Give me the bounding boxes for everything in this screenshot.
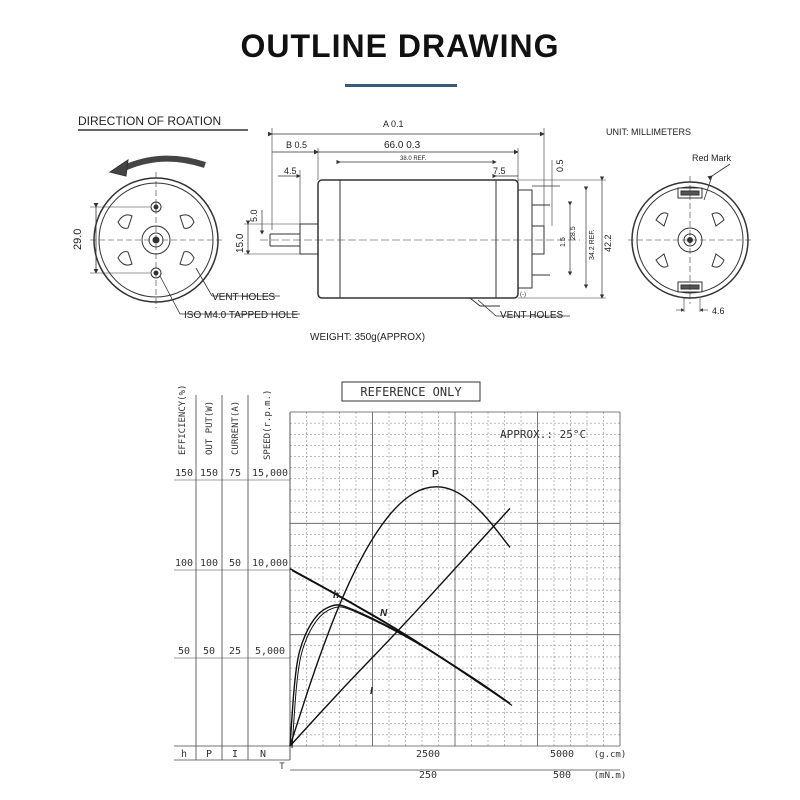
dim-42-2: 42.2 [603,234,613,252]
dim-38-ref: 38.0 REF. [400,156,427,162]
row-spd-10000: 10,000 [252,558,288,569]
curve-label-h: h [333,590,339,601]
row-cur-50: 50 [229,558,241,569]
left-end-view: 29.0 [72,172,300,315]
dim-66: 66.0 0.3 [384,140,421,151]
dim-4-6: 4.6 [712,306,725,316]
x-tick-5000: 5000 [550,749,574,760]
row-spd-15000: 15,000 [252,468,288,479]
dim-b: B 0.5 [286,140,307,150]
x-unit-mnm: (mN.m) [594,771,627,781]
sym-n: N [260,749,266,760]
row-out-150: 150 [200,468,218,479]
row-spd-5000: 5,000 [255,646,285,657]
series-line-p [289,486,511,747]
dim-29: 29.0 [72,229,84,250]
series-line-h-shadow [291,606,513,749]
weight-label: WEIGHT: 350g(APPROX) [310,332,425,343]
chart-curves [289,486,513,749]
x-tick-250: 250 [419,770,437,781]
row-eff-150: 150 [175,468,193,479]
dim-minus: (-) [520,292,526,298]
x-unit-gcm: (g.cm) [594,750,627,760]
sym-p: P [206,749,212,760]
dim-0-5: 0.5 [555,159,565,172]
title-underline [345,84,457,87]
col-header-speed: SPEED(r.p.m.) [263,390,273,460]
dim-4-5: 4.5 [284,166,297,176]
vent-holes-right-label: VENT HOLES [500,310,563,321]
series-line-i [289,507,511,747]
reference-chart: REFERENCE ONLY EFFICIENCY(%) OUT PUT(W) … [174,381,627,781]
side-view [244,128,606,317]
rotation-arrow-icon [118,155,206,173]
unit-label: UNIT: MILLIMETERS [606,127,691,137]
row-eff-50: 50 [178,646,190,657]
row-out-50: 50 [203,646,215,657]
dim-34-2-ref: 34.2 REF. [589,229,596,260]
x-tick-500: 500 [553,770,571,781]
row-cur-75: 75 [229,468,241,479]
curve-label-n: N [380,608,388,619]
sym-h: h [181,749,187,760]
tapped-hole-label: ISO M4.0 TAPPED HOLE [184,310,298,321]
reference-label: REFERENCE ONLY [360,385,462,399]
dim-1-5: 1.5 [560,237,567,247]
red-mark-label: Red Mark [692,153,732,163]
vent-holes-left-label: VENT HOLES [212,292,275,303]
series-line-n [289,568,511,705]
dim-7-5: 7.5 [493,166,506,176]
chart-left-table [174,395,290,761]
dim-5-0: 5.0 [249,209,259,222]
curve-label-i: I [370,686,373,697]
rotation-arrowhead-icon [108,158,129,177]
chart-grid [289,411,621,760]
origin-t: T [279,762,285,772]
reference-box [341,381,481,402]
curve-label-p: P [432,469,439,480]
right-end-view [628,163,752,312]
row-out-100: 100 [200,558,218,569]
series-line-n-shadow [291,570,513,706]
sym-i: I [232,749,238,760]
col-header-current: CURRENT(A) [231,401,241,455]
dim-a: A 0.1 [383,119,404,129]
row-cur-25: 25 [229,646,241,657]
row-eff-100: 100 [175,558,193,569]
dim-15-0: 15.0 [235,233,246,253]
col-header-output: OUT PUT(W) [205,401,215,455]
approx-temp: APPROX.: 25°C [500,428,586,441]
dim-28-5: 28.5 [570,226,577,240]
col-header-efficiency: EFFICIENCY(%) [178,385,188,455]
direction-label: DIRECTION OF ROATION [78,114,221,128]
outline-drawing: DIRECTION OF ROATION 29.0 [72,114,752,343]
page-title: OUTLINE DRAWING [240,28,560,64]
x-tick-2500: 2500 [416,749,440,760]
